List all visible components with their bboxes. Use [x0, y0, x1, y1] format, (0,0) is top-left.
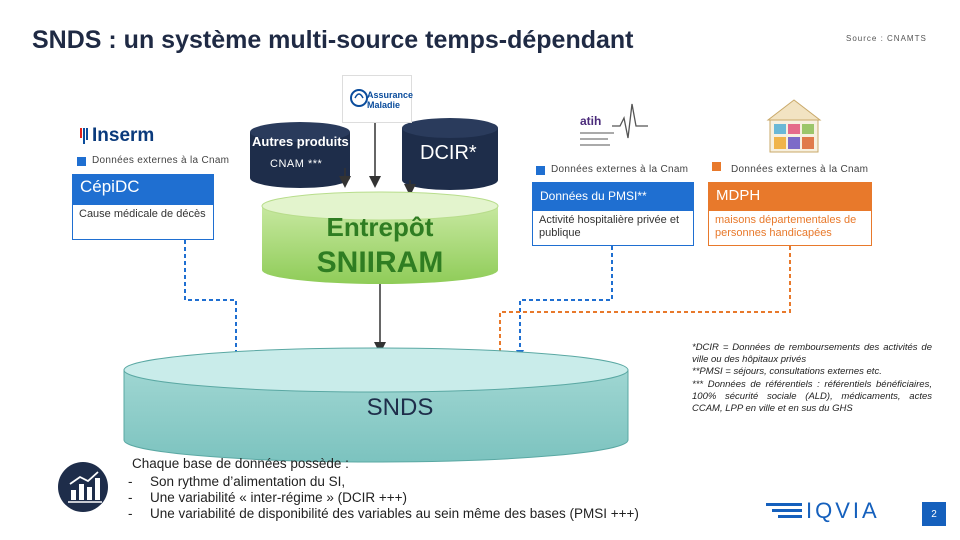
bar-chart-icon	[58, 462, 108, 512]
list-item: -Une variabilité de disponibilité des va…	[128, 506, 639, 521]
pmsi-body: Activité hospitalière privée et publique	[532, 210, 694, 246]
entrepot-cylinder	[261, 191, 499, 284]
external-square-icon	[712, 162, 721, 171]
list-item: -Son rythme d’alimentation du SI,	[128, 474, 346, 489]
footnote-dcir: *DCIR = Données de remboursements des ac…	[692, 342, 932, 366]
connector-mdph	[499, 246, 791, 356]
inserm-logo: Inserm	[80, 125, 154, 147]
inserm-wordmark: Inserm	[92, 125, 155, 146]
mdph-external-label: Données externes à la Cnam	[731, 164, 869, 175]
source-label: Source : CNAMTS	[846, 34, 927, 43]
mdph-body: maisons départementales de personnes han…	[708, 210, 872, 246]
mdph-header: MDPH	[708, 182, 872, 210]
sniiram-label: SNIIRAM	[316, 246, 444, 279]
connector-cepidc	[184, 240, 237, 355]
pmsi-external-label: Données externes à la Cnam	[551, 164, 689, 175]
footnote-cnam: *** Données de référentiels : référentie…	[692, 378, 932, 415]
cepidc-header: CépiDC	[72, 174, 214, 204]
snds-cylinder	[123, 347, 629, 463]
cepidc-body: Cause médicale de décès	[72, 204, 214, 240]
house-icon	[766, 99, 822, 153]
footnotes: *DCIR = Données de remboursements des ac…	[692, 342, 932, 415]
connector-pmsi	[519, 246, 613, 352]
inserm-bars-icon	[80, 128, 88, 144]
atih-logo: atih	[576, 98, 648, 154]
cnam-cylinder	[250, 122, 350, 188]
assurance-maladie-icon	[350, 89, 368, 107]
cnam-label: CNAM ***	[270, 158, 323, 170]
mdph-house-logo	[764, 98, 824, 154]
external-square-icon	[77, 157, 86, 166]
bottom-intro: Chaque base de données possède :	[132, 456, 349, 471]
assurance-maladie-wordmark: Assurance Maladie	[367, 90, 414, 110]
dcir-label: DCIR*	[420, 142, 477, 164]
heartbeat-icon	[612, 103, 648, 139]
cepidc-external-label: Données externes à la Cnam	[92, 155, 230, 166]
entrepot-label: Entrepôt	[326, 212, 434, 242]
assurance-maladie-logo: Assurance Maladie	[342, 75, 414, 123]
footnote-pmsi: **PMSI = séjours, consultations externes…	[692, 366, 882, 378]
iqvia-logo: IQVIA	[766, 498, 880, 524]
bottom-list: -Son rythme d’alimentation du SI, -Une v…	[128, 474, 639, 522]
snds-label: SNDS	[366, 394, 434, 421]
list-item: -Une variabilité « inter-régime » (DCIR …	[128, 490, 407, 505]
iqvia-stripes-icon	[766, 503, 802, 518]
autres-produits-label: Autres produits	[252, 134, 349, 149]
pmsi-header: Données du PMSI**	[532, 182, 694, 210]
page-number: 2	[922, 502, 946, 526]
iqvia-wordmark: IQVIA	[806, 498, 880, 523]
external-square-icon	[536, 166, 545, 175]
dcir-cylinder	[402, 118, 498, 190]
page-title: SNDS : un système multi-source temps-dép…	[32, 26, 634, 54]
atih-wordmark: atih	[580, 114, 602, 128]
